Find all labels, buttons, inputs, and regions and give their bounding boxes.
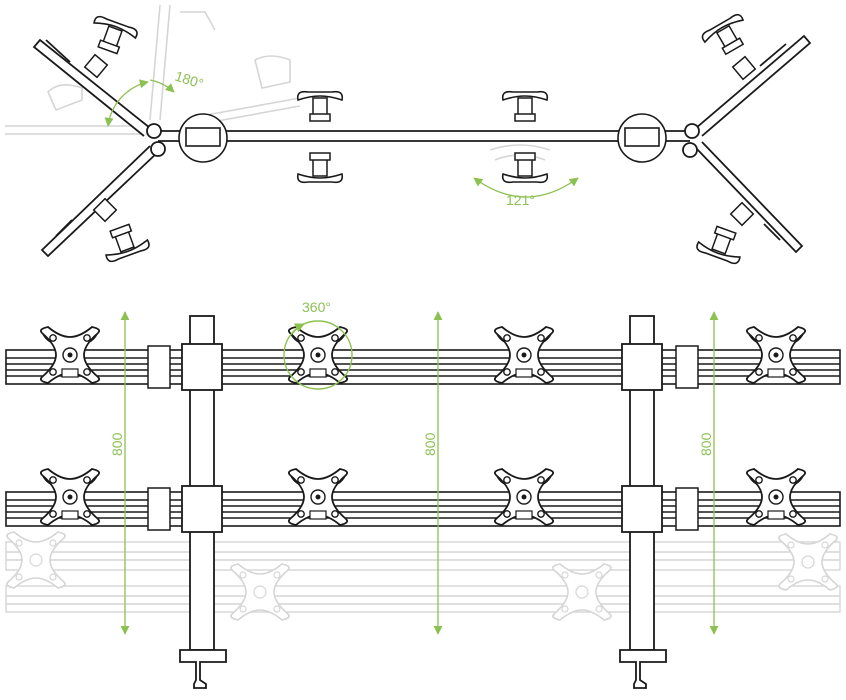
angle-arc-left bbox=[104, 79, 149, 127]
angle-arc-center bbox=[473, 177, 579, 198]
height-label-right: 800 bbox=[698, 432, 714, 456]
top-view-head-c1-bottom bbox=[296, 152, 344, 184]
top-view-head-bottom-left bbox=[97, 219, 152, 264]
pole-right bbox=[619, 315, 667, 689]
upper-crossbar bbox=[5, 349, 841, 385]
top-view-head-bottom-right bbox=[694, 221, 749, 266]
rotation-label: 360° bbox=[302, 299, 331, 315]
height-label-center: 800 bbox=[422, 432, 438, 456]
top-view-head-top-left bbox=[85, 14, 140, 59]
top-view-crossbar bbox=[158, 130, 690, 142]
top-view: 180° 121° bbox=[5, 4, 812, 266]
front-view: 360° 800 800 800 bbox=[5, 299, 841, 689]
ghost-lower-bars bbox=[5, 541, 841, 613]
height-label-left: 800 bbox=[109, 432, 125, 456]
pole-left bbox=[179, 315, 227, 689]
top-view-right-arms bbox=[682, 34, 812, 254]
top-view-head-top-right bbox=[699, 11, 755, 62]
angle-label-center: 121° bbox=[506, 192, 535, 208]
rotation-circle bbox=[283, 320, 353, 390]
angle-label-left: 180° bbox=[173, 68, 205, 92]
top-view-head-c2-top bbox=[501, 90, 549, 122]
top-view-head-c2-bottom bbox=[501, 152, 549, 184]
bar-joints bbox=[147, 345, 699, 531]
lower-crossbar bbox=[5, 491, 841, 527]
top-view-head-c1-top bbox=[296, 90, 344, 122]
